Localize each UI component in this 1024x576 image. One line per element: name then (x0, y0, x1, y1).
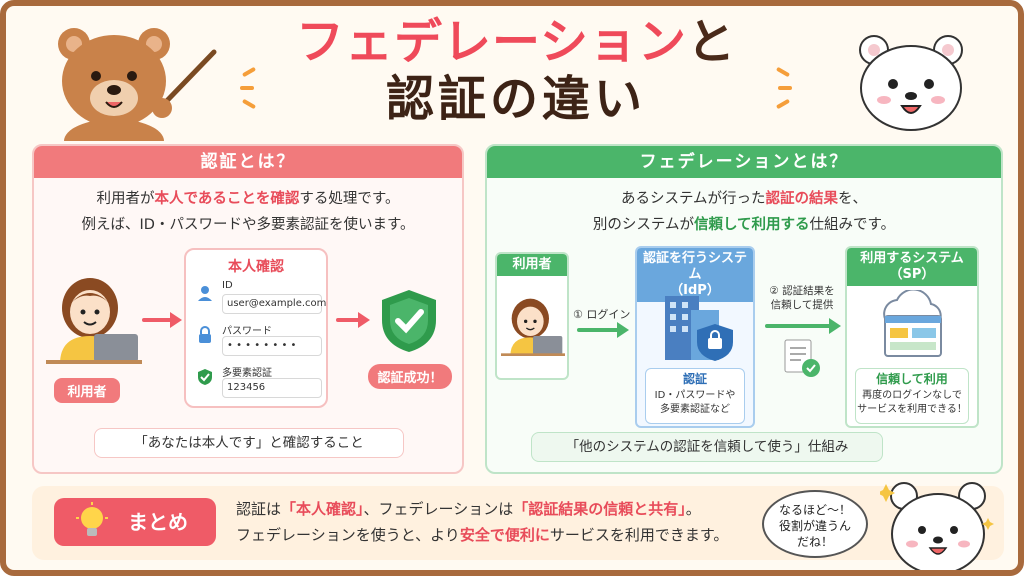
bear-pointer-icon (58, 28, 217, 141)
federation-panel: フェデレーションとは？ あるシステムが行った認証の結果を、 別のシステムが信頼し… (485, 144, 1003, 474)
idp-box: 認証を行うシステム （IdP） 認証 ID・パスワードや 多要素認証など (635, 246, 755, 428)
auth-desc2: 例えば、ID・パスワードや多要素認証を使います。 (81, 217, 415, 233)
lock-icon (199, 326, 211, 343)
fed-desc2-pre: 別のシステムが (592, 217, 694, 233)
fed-desc2-post: 仕組みです。 (809, 217, 896, 233)
shield-check-small-icon (198, 369, 212, 385)
step2-line2: 信頼して提供 (770, 299, 834, 311)
summary-text: 認証は「本人確認」、フェデレーションは「認証結果の信頼と共有」。 フェデレーショ… (236, 496, 728, 548)
sp-sub-line1: 再度のログインなしで (862, 390, 962, 401)
password-field: • • • • • • • • (222, 336, 322, 356)
auth-desc1-pre: 利用者が (96, 191, 155, 207)
summary-l1-e: 。 (685, 500, 701, 518)
auth-arrow-2 (336, 312, 370, 328)
summary-l2-a: フェデレーションを使うと、より (236, 526, 460, 544)
federation-caption: 「他のシステムの認証を信頼して使う」仕組み (531, 432, 883, 462)
summary-l2-c: サービスを利用できます。 (549, 526, 729, 544)
user-icon (198, 286, 212, 301)
idp-sub-title: 認証 (682, 372, 707, 386)
title-line1-suffix: と (687, 14, 737, 70)
mfa-field: 123456 (222, 378, 322, 398)
fed-desc1-highlight: 認証の結果 (765, 191, 839, 207)
polar-bear-icon (859, 35, 963, 131)
step2-line1: ② 認証結果を (769, 285, 835, 297)
identity-check-card: 本人確認 ID user@example.com パスワード • • • • •… (184, 248, 328, 408)
auth-panel-heading: 認証とは？ (34, 146, 462, 178)
person-laptop-icon (501, 298, 565, 356)
building-lock-icon (665, 296, 733, 361)
id-field: user@example.com (222, 294, 326, 314)
auth-desc1-highlight: 本人であることを確認 (154, 191, 300, 207)
title-line2: 認証の違い (385, 71, 646, 127)
certificate-icon (784, 339, 820, 377)
summary-l1-d: 「認証結果の信頼と共有」 (513, 500, 686, 518)
id-label: ID (222, 280, 233, 291)
federation-panel-heading: フェデレーションとは？ (487, 146, 1001, 178)
cloud-app-icon (883, 290, 942, 357)
auth-desc1-post: する処理です。 (299, 191, 400, 207)
shield-check-icon (382, 290, 436, 352)
fed-arrow-1 (577, 322, 629, 338)
sp-title-abbr: （SP） (889, 267, 935, 282)
summary-badge-label: まとめ (128, 510, 188, 534)
idp-sub-box: 認証 ID・パスワードや 多要素認証など (645, 368, 745, 424)
fed-arrow-2 (765, 318, 841, 334)
fed-user-title: 利用者 (497, 254, 567, 276)
fed-desc1-pre: あるシステムが行った (620, 191, 766, 207)
summary-l1-a: 認証は (236, 500, 282, 518)
mfa-label: 多要素認証 (222, 368, 272, 379)
bubble-line2: 役割が違うん (778, 519, 851, 533)
summary-l1-b: 「本人確認」 (281, 500, 364, 518)
idp-title-abbr: （IdP） (670, 283, 720, 298)
sp-sub-title: 信頼して利用 (876, 372, 948, 386)
title-line1: フェデレーション (295, 14, 688, 70)
idp-title: 認証を行うシステム (642, 251, 747, 282)
password-label: パスワード (222, 326, 272, 337)
auth-user-label: 利用者 (54, 378, 120, 403)
bubble-line1: なるほど〜！ (778, 503, 851, 517)
federation-desc: あるシステムが行った認証の結果を、 別のシステムが信頼して利用する仕組みです。 (487, 186, 1001, 238)
auth-arrow-1 (142, 312, 182, 328)
sp-sub-line2: サービスを利用できる！ (857, 404, 967, 415)
fed-user-box: 利用者 (495, 252, 569, 380)
auth-desc: 利用者が本人であることを確認する処理です。 例えば、ID・パスワードや多要素認証… (34, 186, 462, 238)
sp-title: 利用するシステム (860, 251, 964, 266)
auth-success-label: 認証成功！ (368, 364, 452, 389)
bubble-line3: だね！ (796, 535, 833, 549)
speech-bubble: なるほど〜！ 役割が違うん だね！ (762, 490, 868, 558)
auth-caption: 「あなたは本人です」と確認すること (94, 428, 404, 458)
idp-sub-line2: 多要素認証など (660, 404, 730, 415)
summary-badge: まとめ (54, 498, 216, 546)
identity-check-title: 本人確認 (228, 259, 284, 275)
sp-sub-box: 信頼して利用 再度のログインなしで サービスを利用できる！ (855, 368, 969, 424)
summary-l2-b: 安全で便利に (459, 526, 550, 544)
person-laptop-icon (46, 278, 142, 364)
polar-bear-small-icon (880, 482, 994, 570)
lightbulb-icon (76, 502, 108, 536)
idp-sub-line1: ID・パスワードや (654, 390, 736, 401)
fed-desc1-post: を、 (838, 191, 868, 207)
step2-label: ② 認証結果を 信頼して提供 (761, 284, 843, 312)
page-title: フェデレーションと 認証の違い (256, 14, 776, 128)
auth-panel: 認証とは？ 利用者が本人であることを確認する処理です。 例えば、ID・パスワード… (32, 144, 464, 474)
step1-label: ① ログイン (573, 308, 631, 321)
fed-desc2-highlight: 信頼して利用する (693, 217, 810, 233)
summary-l1-c: 、フェデレーションは (363, 500, 514, 518)
sp-box: 利用するシステム （SP） 信頼して利用 再度のログインなしで サービスを利用で… (845, 246, 979, 428)
